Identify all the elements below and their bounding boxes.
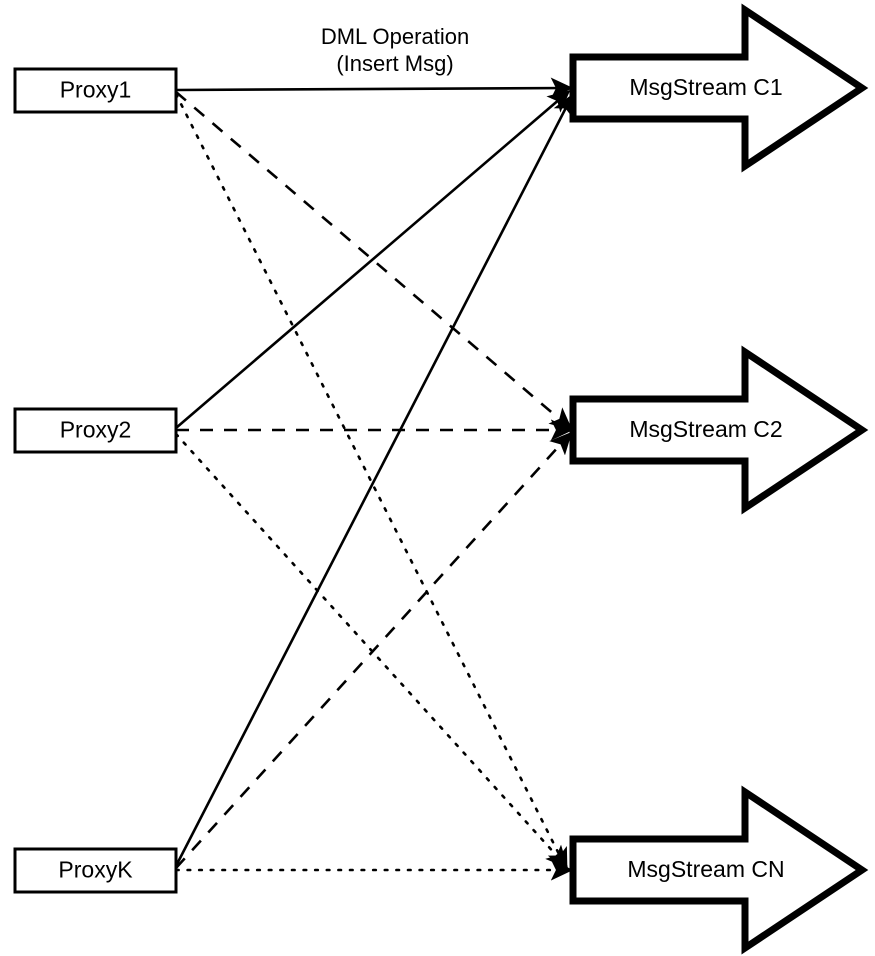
edge-proxyk-to-msgstream-c2	[175, 431, 573, 869]
proxy2-label: Proxy2	[60, 417, 132, 443]
proxy2-box[interactable]	[13, 407, 178, 454]
proxy-node-proxy2[interactable]: Proxy2	[13, 407, 178, 454]
msgstream-nodes-layer: MsgStream C1 MsgStream C2 MsgStream CN	[569, 3, 869, 955]
proxy1-box[interactable]	[13, 67, 178, 114]
dml-operation-annotation: DML Operation (Insert Msg)	[321, 24, 469, 76]
edge-proxyk-to-msgstream-c1	[174, 93, 574, 867]
proxy1-label: Proxy1	[60, 77, 132, 103]
edge-proxy2-to-msgstream-cn	[174, 432, 569, 869]
msgstream-c1-arrow-shape[interactable]	[569, 3, 869, 173]
annotation-line-2: (Insert Msg)	[336, 51, 453, 76]
msgstream-c1-label: MsgStream C1	[629, 74, 782, 100]
proxyk-box[interactable]	[13, 847, 178, 894]
proxyk-label: ProxyK	[58, 857, 133, 883]
msgstream-c2-arrow-shape[interactable]	[569, 345, 869, 515]
msgstream-node-c1[interactable]: MsgStream C1	[569, 3, 869, 173]
msgstream-c2-label: MsgStream C2	[629, 416, 782, 442]
annotation-line-1: DML Operation	[321, 24, 469, 49]
msgstream-cn-label: MsgStream CN	[627, 856, 784, 882]
msgstream-cn-arrow-shape[interactable]	[569, 785, 869, 955]
edges-layer	[174, 77, 574, 881]
proxy-node-proxy1[interactable]: Proxy1	[13, 67, 178, 114]
msgstream-node-cn[interactable]: MsgStream CN	[569, 785, 869, 955]
edge-proxy1-to-msgstream-cn	[174, 92, 568, 871]
proxy-nodes-layer: Proxy1 Proxy2 ProxyK	[13, 67, 178, 894]
edge-proxy2-to-msgstream-c1	[175, 89, 571, 429]
proxy-node-proxyk[interactable]: ProxyK	[13, 847, 178, 894]
edge-proxy1-to-msgstream-c1	[175, 77, 574, 99]
msgstream-node-c2[interactable]: MsgStream C2	[569, 345, 869, 515]
